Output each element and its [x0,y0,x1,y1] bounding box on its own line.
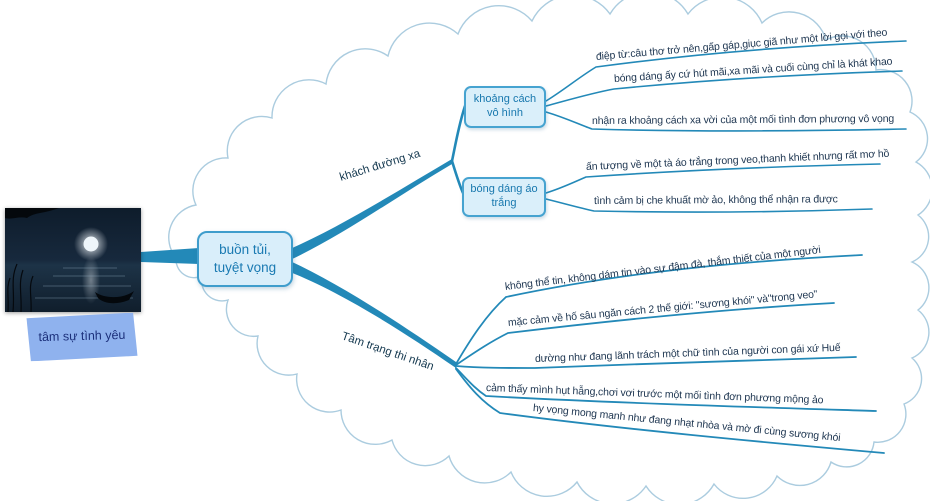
branch-lines [290,40,907,454]
moonlight-photo[interactable] [5,208,141,313]
central-topic[interactable]: buồn tủi, tuyệt vọng [197,231,293,287]
image-connector-line [141,248,199,264]
subtopic-bong-dang-ao-trang[interactable]: bóng dáng áo trắng [462,177,546,217]
moonlight-photo-art [5,208,141,313]
photo-caption[interactable]: tâm sự tình yêu [26,313,137,362]
subtopic-khoang-cach-vo-hinh[interactable]: khoảng cách vô hình [464,86,546,128]
leaf-node[interactable]: tình cảm bị che khuất mờ ảo, không thể n… [593,193,838,207]
leaf-node[interactable]: nhận ra khoảng cách xa vời của một mối t… [591,112,895,127]
cloud-boundary [168,0,930,501]
